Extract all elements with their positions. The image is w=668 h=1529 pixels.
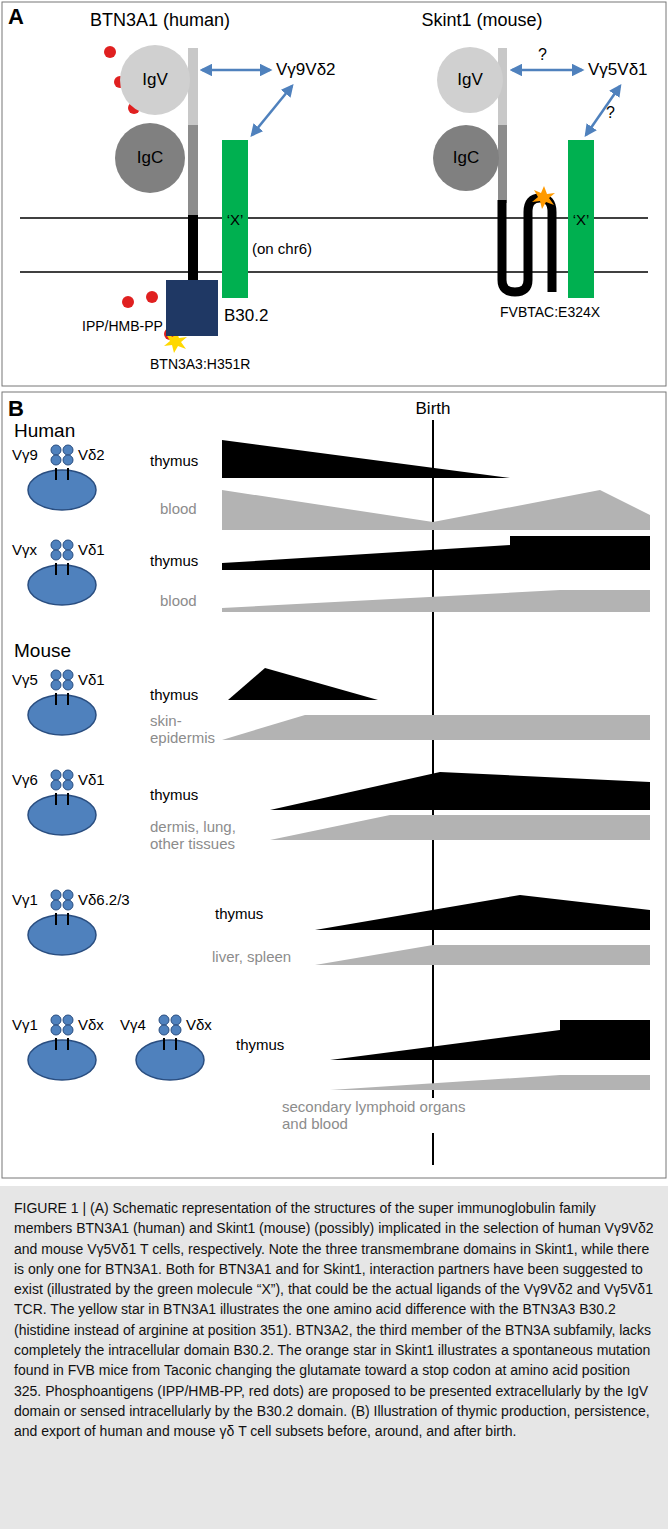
- panel-a-label: Vγ9Vδ2: [276, 60, 336, 80]
- interaction-arrow: [202, 69, 270, 72]
- panel-b-label: secondary lymphoid organs and blood: [280, 1098, 484, 1133]
- panel-b-label: dermis, lung, other tissues: [150, 818, 266, 853]
- panel-b-label: Vδ1: [78, 771, 105, 788]
- interaction-arrow: [512, 69, 582, 72]
- igc-domain: IgC: [432, 124, 500, 192]
- mutation-star: [532, 186, 555, 209]
- panel-b-label: Vγx: [12, 541, 37, 558]
- transmembrane-loops: [502, 198, 552, 292]
- panel-a-label: Vγ5Vδ1: [588, 60, 648, 80]
- panel-b-label: Vγ4: [120, 1016, 146, 1033]
- panel-a-label: ?: [538, 46, 547, 64]
- partner-molecule: ‘X’: [568, 140, 594, 298]
- panel-b-label: thymus: [150, 786, 198, 803]
- panel-b-label: Birth: [414, 399, 453, 419]
- interaction-arrow: [586, 86, 620, 135]
- panel-b-label: Vδ1: [78, 541, 105, 558]
- panel-b-label: thymus: [150, 686, 198, 703]
- panel-a-label: BTN3A3:H351R: [150, 356, 250, 372]
- panel-b-label: Vγ1: [12, 1016, 38, 1033]
- panel-b-label: skin- epidermis: [150, 712, 220, 747]
- panel-a-label: Skint1 (mouse): [421, 10, 542, 31]
- node-label: IgC: [453, 148, 479, 168]
- figure-caption: FIGURE 1 | (A) Schematic representation …: [14, 1198, 654, 1442]
- panel-a-label: BTN3A1 (human): [90, 10, 230, 31]
- panel-a-label: IPP/HMB-PP: [82, 318, 163, 334]
- igv-domain: IgV: [436, 46, 504, 114]
- panel-b-label: thymus: [150, 552, 198, 569]
- panel-frame: [2, 392, 666, 1178]
- panel-b-label: thymus: [236, 1036, 284, 1053]
- node-label: ‘X’: [573, 211, 590, 228]
- panel-a-label: (on chr6): [252, 240, 312, 257]
- panel-b-label: Vδ6.2/3: [78, 891, 130, 908]
- timeline-bands: [222, 440, 650, 1090]
- panel-b-label: Vδ2: [78, 446, 105, 463]
- transmembrane: [188, 215, 198, 281]
- partner-molecule: ‘X’: [222, 140, 248, 298]
- panel-b-label: B: [8, 396, 24, 421]
- panel-b-label: blood: [160, 592, 197, 609]
- panel-b-label: Vγ5: [12, 671, 38, 688]
- interaction-arrow: [252, 86, 292, 135]
- panel-b-label: Mouse: [14, 640, 71, 662]
- panel-b-label: liver, spleen: [212, 948, 291, 965]
- panel-b-label: Vγ6: [12, 771, 38, 788]
- panel-b-label: Vγ9: [12, 446, 38, 463]
- panel-a-label: FVBTAC:E324X: [500, 304, 600, 320]
- stalk: [498, 125, 507, 203]
- panel-b-label: Vδ1: [78, 671, 105, 688]
- panel-b-label: Vγ1: [12, 891, 38, 908]
- panel-b-label: Human: [14, 420, 75, 442]
- panel-b-label: Vδx: [78, 1016, 104, 1033]
- igv-domain: IgV: [119, 44, 191, 116]
- panel-a-label: A: [8, 4, 24, 29]
- stalk: [188, 125, 198, 215]
- igc-domain: IgC: [114, 122, 186, 194]
- panel-b-label: thymus: [150, 452, 198, 469]
- stalk: [188, 48, 198, 125]
- panel-a-label: ?: [606, 104, 615, 122]
- panel-b-label: Vδx: [186, 1016, 212, 1033]
- panel-b-label: blood: [160, 500, 197, 517]
- t-cell-icons: [28, 445, 204, 1080]
- panel-b-label: thymus: [215, 905, 263, 922]
- node-label: B30.2: [224, 306, 268, 326]
- panel-frame: [2, 2, 666, 386]
- node-label: IgV: [457, 70, 483, 90]
- node-label: IgC: [137, 148, 163, 168]
- node-label: IgV: [142, 70, 168, 90]
- node-label: ‘X’: [227, 211, 244, 228]
- b302-domain: B30.2: [166, 280, 218, 336]
